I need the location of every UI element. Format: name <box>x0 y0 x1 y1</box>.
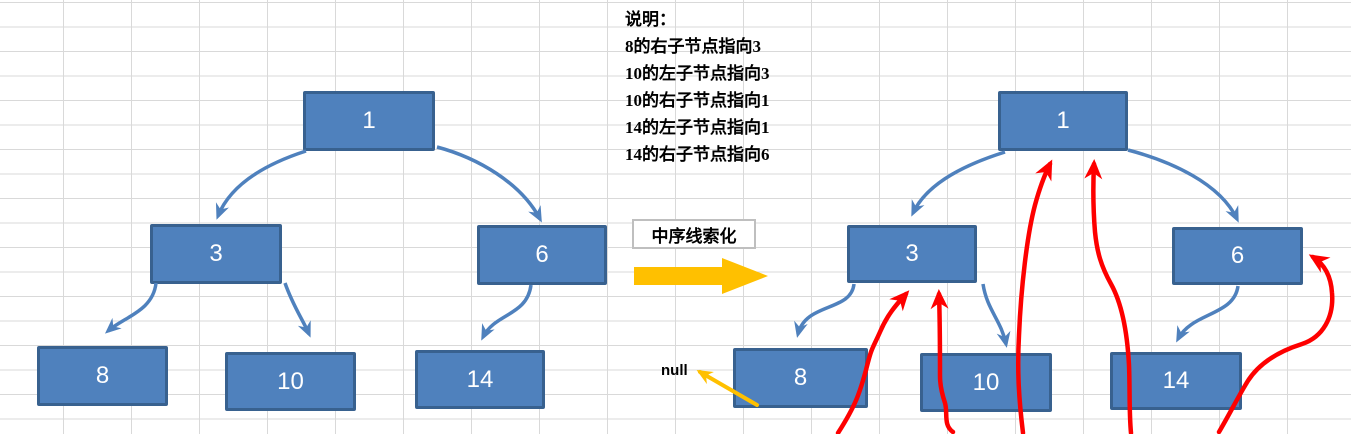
node-label: 8 <box>95 362 110 389</box>
explanation-title: 说明： <box>625 10 676 29</box>
edge-left-1-3 <box>215 149 307 220</box>
edge-right-6-14 <box>1176 285 1240 343</box>
edge-right-3-8 <box>794 283 856 338</box>
transform-arrow[interactable] <box>634 258 768 294</box>
tree-node-right-3[interactable]: 3 <box>847 225 977 283</box>
tree-node-left-6[interactable]: 6 <box>477 225 607 285</box>
transform-label: 中序线索化 <box>651 226 737 246</box>
node-label: 6 <box>535 241 549 268</box>
edge-left-3-8 <box>104 282 158 334</box>
node-label: 14 <box>466 365 494 393</box>
node-label: 10 <box>277 367 304 395</box>
tree-node-left-14[interactable]: 14 <box>415 350 545 409</box>
explanation-line: 14的右子节点指向6 <box>625 145 770 164</box>
node-label: 3 <box>905 240 919 267</box>
tree-node-right-8[interactable]: 8 <box>733 348 868 408</box>
node-label: 1 <box>1056 107 1070 134</box>
tree-node-right-14[interactable]: 14 <box>1110 352 1242 410</box>
explanation-line: 8的右子节点指向3 <box>625 37 761 56</box>
explanation-line: 10的左子节点指向3 <box>625 64 770 83</box>
node-label: 14 <box>1162 367 1190 394</box>
tree-node-left-3[interactable]: 3 <box>150 224 282 284</box>
edge-left-3-10 <box>283 282 311 338</box>
explanation-line: 14的左子节点指向1 <box>625 118 770 137</box>
tree-node-left-10[interactable]: 10 <box>225 352 356 411</box>
node-label: 1 <box>362 107 376 134</box>
tree-node-right-10[interactable]: 10 <box>920 353 1052 412</box>
edge-left-1-6 <box>436 145 542 223</box>
edge-right-1-3 <box>911 150 1006 217</box>
node-label: 6 <box>1230 242 1245 269</box>
node-label: 10 <box>972 368 1000 396</box>
node-label: 3 <box>209 240 223 267</box>
tree-node-left-8[interactable]: 8 <box>37 346 168 406</box>
edge-right-1-6 <box>1127 148 1239 223</box>
explanation-text-block: 说明： 8的右子节点指向3 10的左子节点指向3 10的右子节点指向1 14的左… <box>625 6 770 168</box>
node-label: 8 <box>793 364 808 391</box>
tree-node-right-6[interactable]: 6 <box>1172 227 1303 285</box>
null-pointer-label: null <box>661 362 688 379</box>
transform-label-box[interactable]: 中序线索化 <box>632 219 756 249</box>
tree-node-left-1[interactable]: 1 <box>303 91 435 151</box>
explanation-line: 10的右子节点指向1 <box>625 91 770 110</box>
edge-right-3-10 <box>981 283 1011 348</box>
edge-left-6-14 <box>481 284 533 341</box>
tree-node-right-1[interactable]: 1 <box>998 91 1128 151</box>
